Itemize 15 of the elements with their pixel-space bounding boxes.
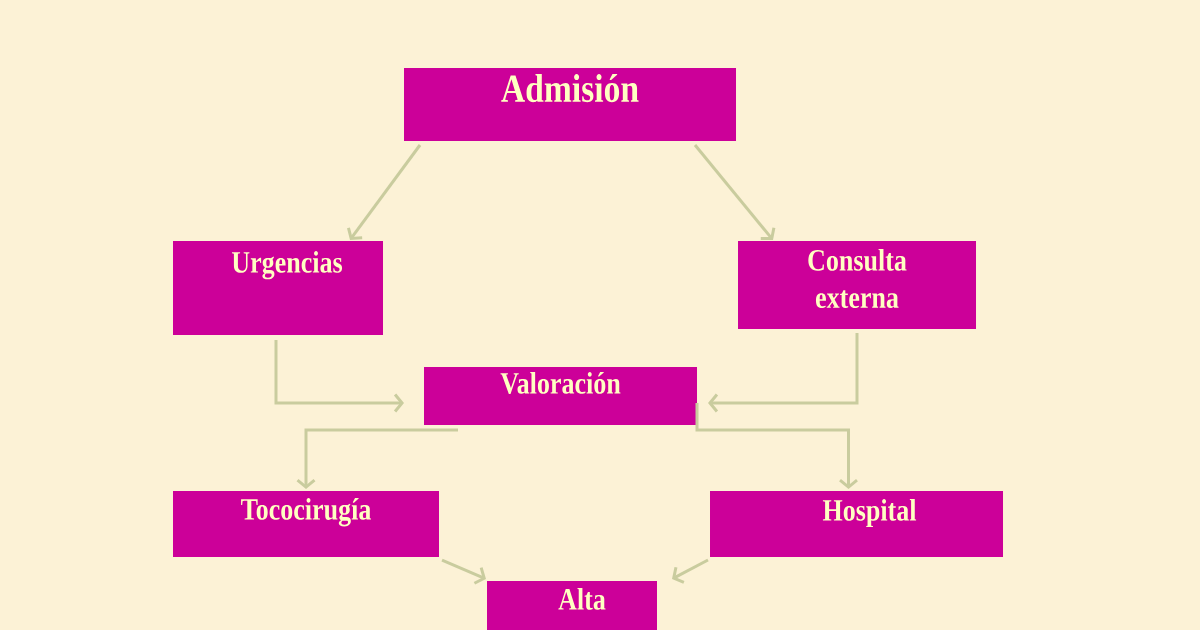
arrow [695,403,858,489]
process-box: Admisión [404,68,736,141]
arrow [296,428,458,489]
process-box: Valoración [424,367,697,425]
arrow [347,144,422,240]
process-box: Urgencias [173,241,383,335]
process-box: Tococirugía [173,491,439,557]
arrow [693,144,776,240]
process-box: Alta [487,581,657,630]
process-box: Consulta externa [738,241,976,329]
arrow [274,340,404,413]
arrow [441,558,486,585]
process-box: Hospital [710,491,1003,557]
arrow [672,558,709,584]
arrow [708,333,859,413]
